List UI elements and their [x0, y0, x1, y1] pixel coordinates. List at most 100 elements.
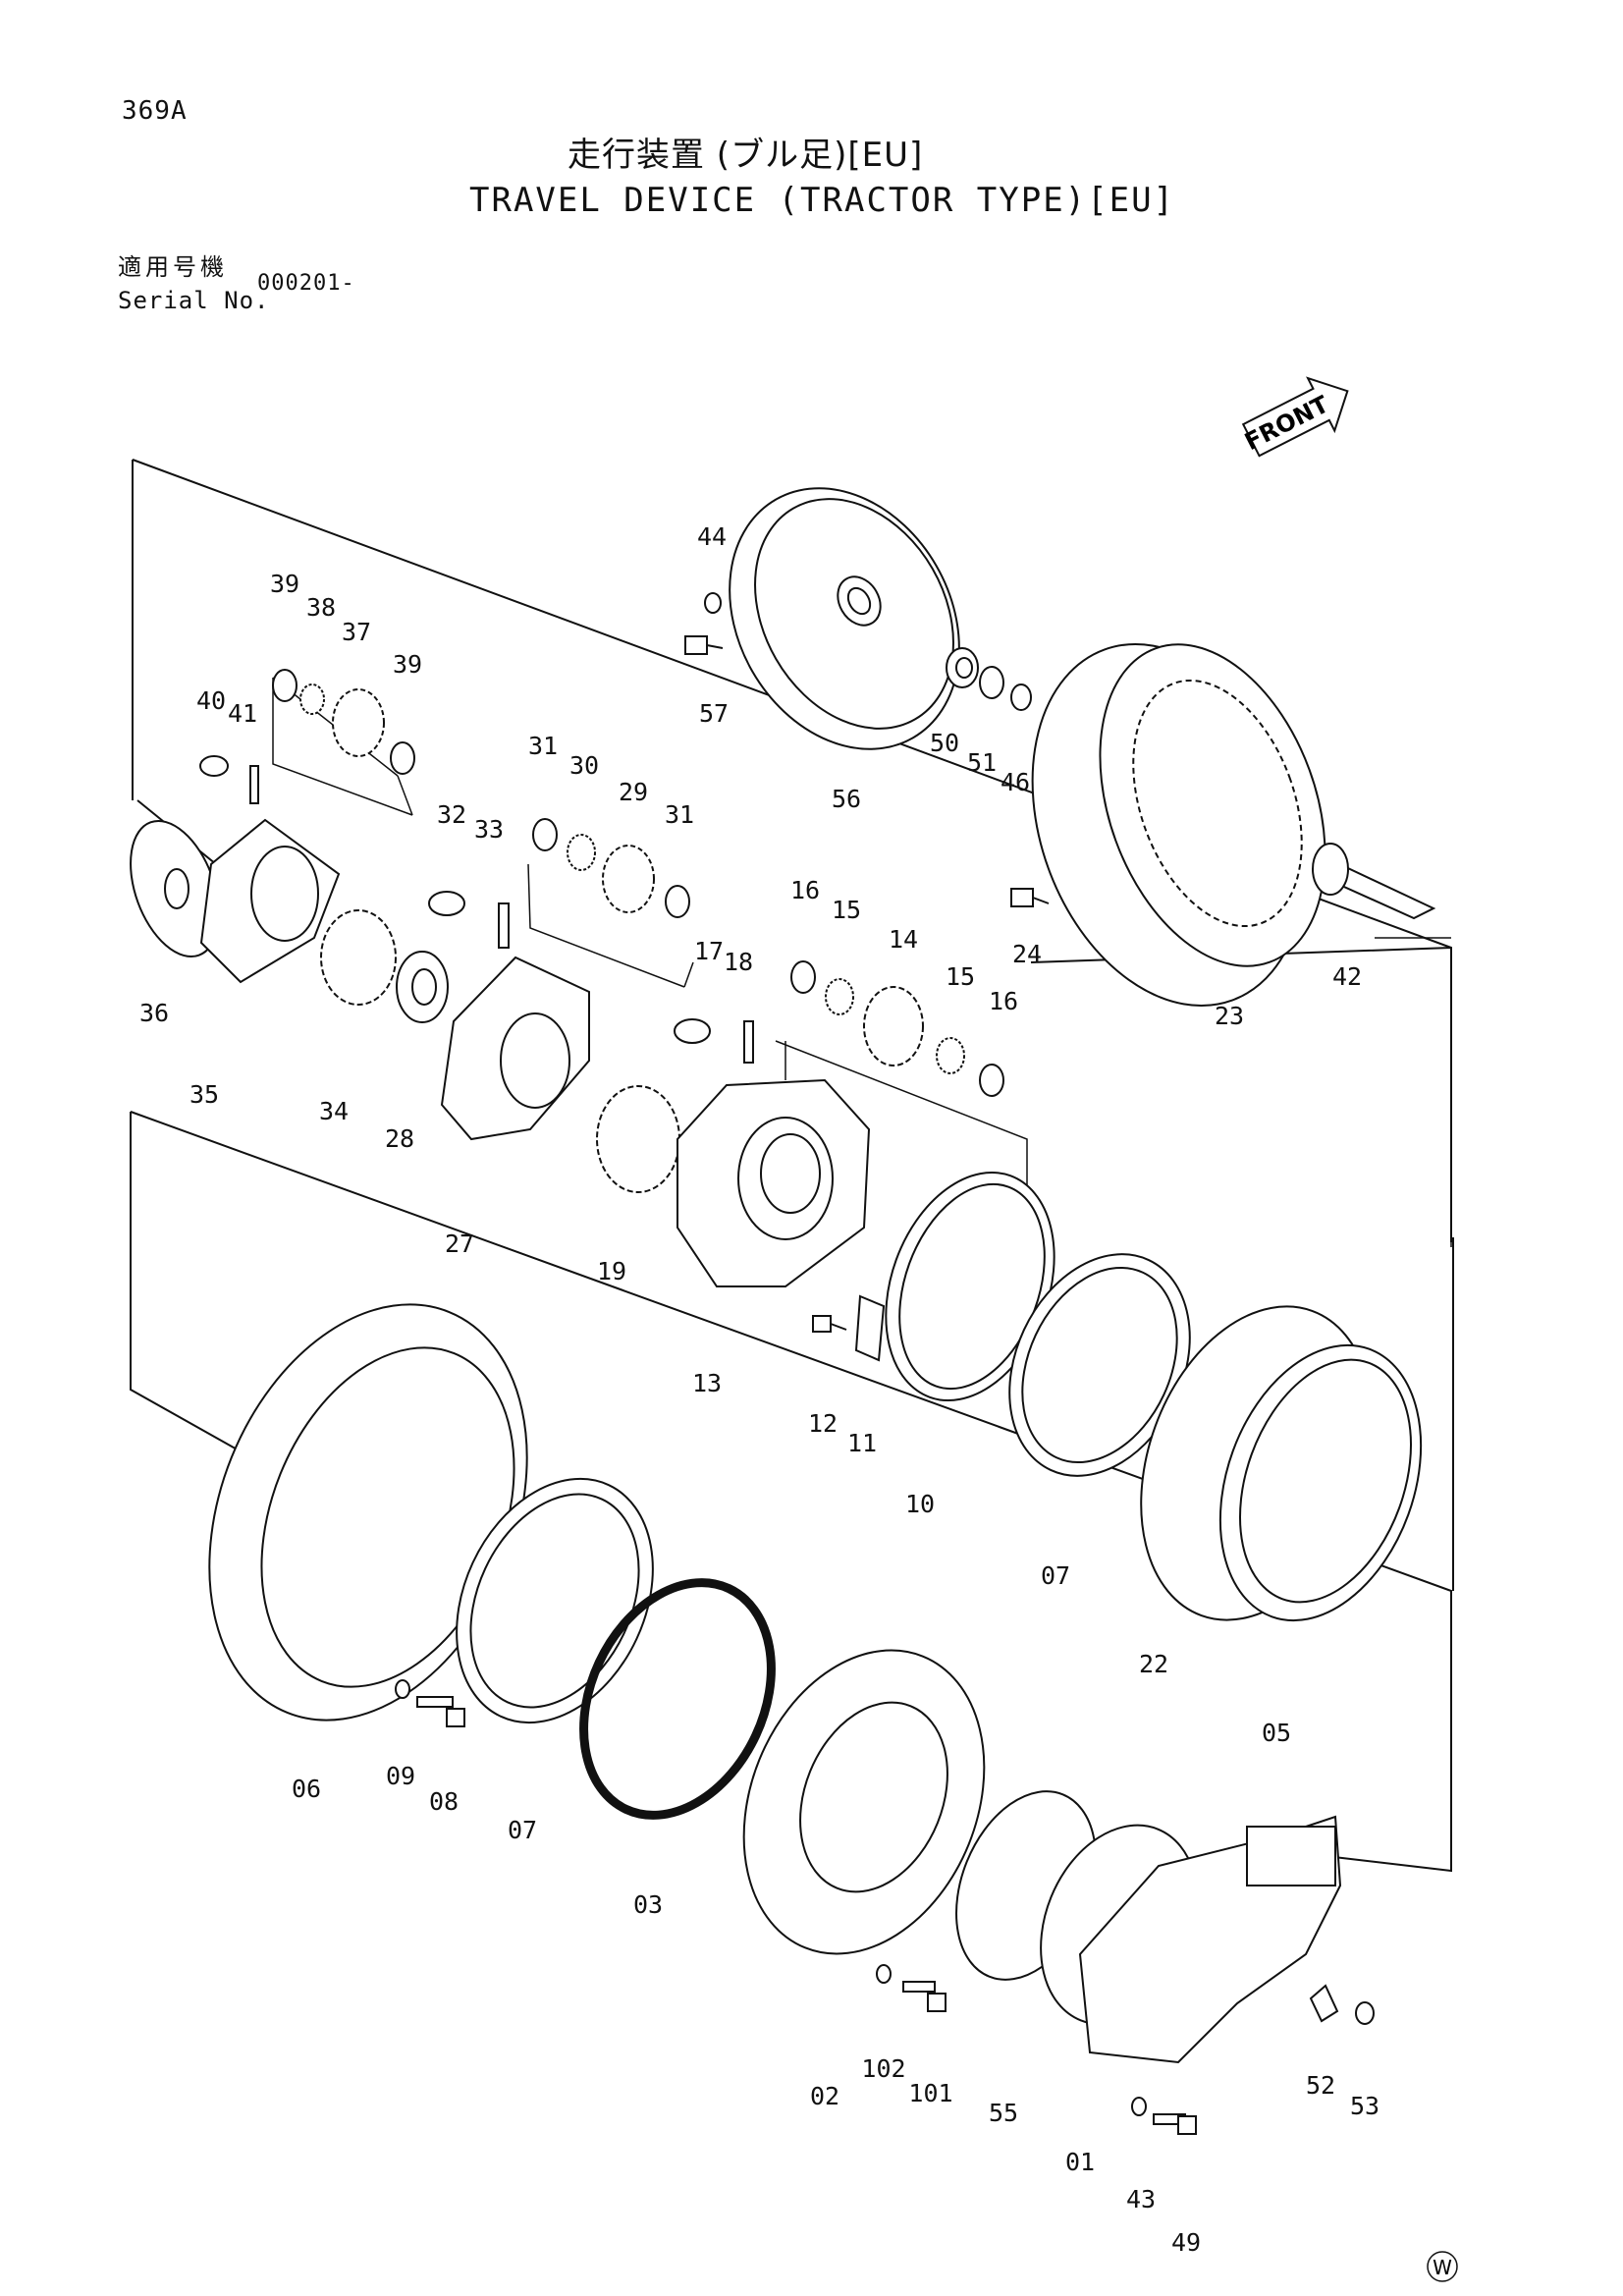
- title-english: TRAVEL DEVICE (TRACTOR TYPE)[EU]: [469, 181, 1176, 220]
- part-label-18: 18: [724, 948, 753, 976]
- part-label-57: 57: [699, 699, 729, 728]
- part-label-01: 01: [1065, 2148, 1095, 2176]
- gear-14: [863, 986, 924, 1066]
- cover-plate-56: [729, 487, 960, 750]
- part-label-44: 44: [697, 522, 727, 551]
- part-label-16b: 16: [989, 987, 1018, 1015]
- part-label-33: 33: [474, 815, 504, 844]
- front-label: FRONT: [1240, 390, 1333, 456]
- bolt-57: [684, 635, 724, 655]
- bearing-15b: [936, 1037, 965, 1074]
- washer-16b: [979, 1064, 1004, 1097]
- part-label-38: 38: [306, 593, 336, 622]
- lower-assembly-frame: [130, 1111, 1454, 1873]
- part-label-14: 14: [889, 925, 918, 954]
- gear-37: [332, 688, 385, 757]
- serial-label-jp: 適用号機: [118, 253, 228, 281]
- part-label-32: 32: [437, 800, 466, 829]
- part-label-102: 102: [861, 2054, 905, 2083]
- part-label-101: 101: [908, 2079, 952, 2107]
- part-label-52: 52: [1306, 2071, 1335, 2100]
- part-label-34: 34: [319, 1097, 349, 1125]
- bearing-15a: [825, 978, 854, 1015]
- part-label-28: 28: [385, 1124, 414, 1153]
- plug-44: [704, 592, 722, 614]
- seal-07a: [1008, 1253, 1191, 1477]
- washer-31a: [532, 818, 558, 851]
- bearing-38: [299, 683, 325, 715]
- part-label-15a: 15: [832, 896, 861, 924]
- part-label-19: 19: [597, 1257, 626, 1285]
- part-labels: 44 57 56 50 51 46 24 23 42 39 38 37 39 4…: [139, 522, 1380, 2257]
- gear-29: [602, 845, 655, 913]
- part-label-29: 29: [619, 778, 648, 806]
- travel-motor-01: [1040, 1815, 1342, 2064]
- part-label-36: 36: [139, 999, 169, 1027]
- part-label-23: 23: [1215, 1002, 1244, 1030]
- washer-09: [395, 1679, 410, 1699]
- part-label-42: 42: [1332, 962, 1362, 991]
- pin-17: [674, 1018, 711, 1044]
- carrier-13: [676, 1078, 871, 1287]
- part-label-27: 27: [445, 1230, 474, 1258]
- ring-gear-23: [1031, 643, 1326, 1007]
- hub-05: [1140, 1305, 1423, 1622]
- washer-43: [1131, 2097, 1147, 2116]
- part-label-03: 03: [633, 1890, 663, 1919]
- washer-31b: [665, 885, 690, 918]
- part-label-09: 09: [386, 1762, 415, 1790]
- part-label-02: 02: [810, 2082, 839, 2110]
- carrier-27: [440, 956, 590, 1141]
- part-label-11: 11: [847, 1429, 877, 1457]
- part-label-35: 35: [189, 1080, 219, 1109]
- shaft-42: [1312, 843, 1436, 920]
- part-label-24: 24: [1012, 940, 1042, 968]
- part-label-17: 17: [694, 937, 724, 965]
- pin-41: [249, 765, 259, 804]
- seal-ring-03: [579, 1578, 776, 1820]
- plate-52: [1309, 1984, 1339, 2023]
- part-label-46: 46: [1001, 768, 1030, 796]
- bolt-24: [1010, 888, 1050, 907]
- part-label-22: 22: [1139, 1650, 1168, 1678]
- part-label-39a: 39: [270, 570, 299, 598]
- pin-32: [428, 891, 465, 916]
- bearing-50: [946, 647, 979, 688]
- part-label-56: 56: [832, 785, 861, 813]
- part-label-50: 50: [930, 729, 959, 757]
- part-label-31b: 31: [665, 800, 694, 829]
- part-label-15b: 15: [946, 962, 975, 991]
- lock-plate-11: [854, 1294, 886, 1362]
- part-label-08: 08: [429, 1787, 459, 1816]
- part-label-31a: 31: [528, 732, 558, 760]
- gear-19: [596, 1085, 680, 1193]
- part-label-37: 37: [342, 618, 371, 646]
- washer-102: [876, 1964, 892, 1984]
- part-label-39b: 39: [393, 650, 422, 679]
- part-label-40: 40: [196, 686, 226, 715]
- svg-text:W: W: [1433, 2256, 1452, 2279]
- pin-18: [743, 1020, 754, 1064]
- ring-51: [979, 666, 1004, 699]
- washer-28: [396, 951, 449, 1023]
- page-code: 369A: [122, 96, 188, 126]
- part-label-07a: 07: [1041, 1561, 1070, 1590]
- part-label-12: 12: [808, 1409, 838, 1438]
- part-label-13: 13: [692, 1369, 722, 1397]
- bolt-101: [902, 1981, 947, 2012]
- part-label-06: 06: [292, 1775, 321, 1803]
- bolt-53: [1355, 2001, 1375, 2025]
- washer-39a: [272, 669, 298, 702]
- serial-value: 000201-: [257, 271, 355, 296]
- spindle-02: [742, 1649, 986, 1955]
- bolt-08: [416, 1696, 465, 1727]
- part-label-41: 41: [228, 699, 257, 728]
- bolt-49: [1153, 2113, 1197, 2135]
- watermark-mark: W: [1427, 2251, 1458, 2282]
- part-label-51: 51: [967, 748, 997, 777]
- bolt-12: [812, 1315, 847, 1333]
- bearing-30: [567, 834, 596, 871]
- pin-40: [199, 755, 229, 777]
- part-label-07b: 07: [508, 1816, 537, 1844]
